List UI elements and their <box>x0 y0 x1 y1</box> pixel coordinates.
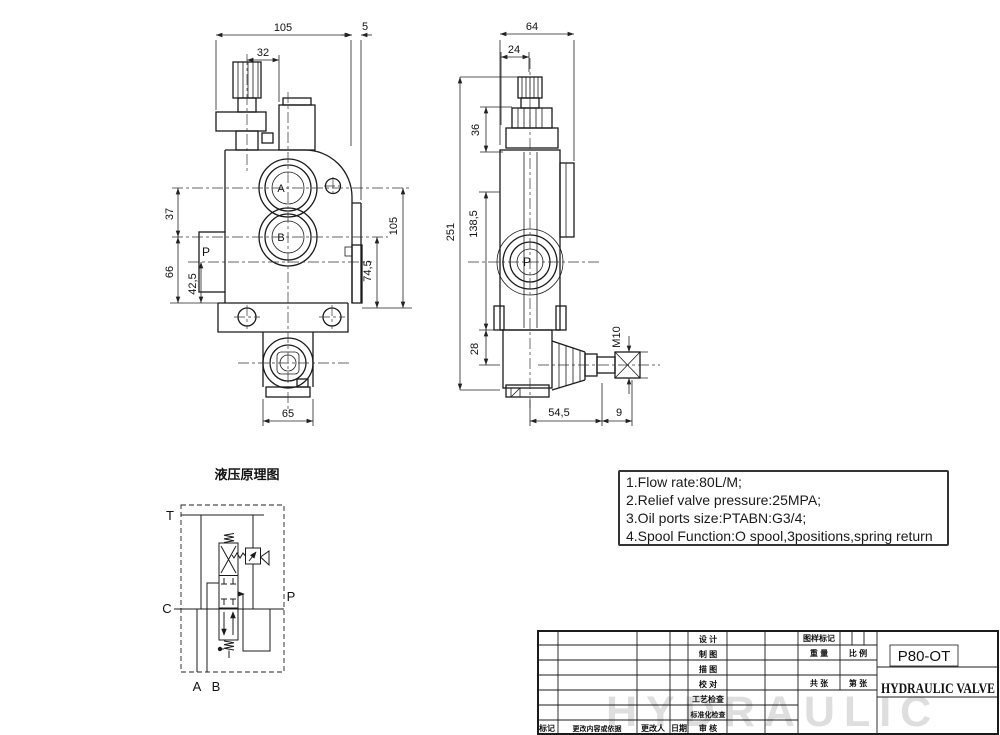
dim-label-thread: M10 <box>611 326 623 347</box>
dim-label-p-height: 42,5 <box>187 273 199 294</box>
dim-label-joint: 9 <box>616 407 622 419</box>
dim-label-bonnet: 36 <box>470 124 482 136</box>
title-block-weight: 重 量 <box>810 648 828 658</box>
dim-label-plate: 5 <box>362 21 368 33</box>
dim-label-front-width: 105 <box>274 22 292 34</box>
title-block-row-process-check: 工艺检查 <box>692 694 725 704</box>
port-label-p-side: P <box>523 255 531 269</box>
dim-label-port-spacing: 37 <box>164 208 176 220</box>
title-block-row-proof: 校 对 <box>699 679 717 689</box>
spec-line-port-size: 3.Oil ports size:PTABN:G3/4; <box>626 510 807 526</box>
dim-label-boss-width: 65 <box>282 408 294 420</box>
schematic-port-b: B <box>212 679 221 694</box>
hydraulic-schematic: 液压原理图 <box>162 467 295 694</box>
side-view: 64 24 36 251 138,5 28 M10 54,5 9 P <box>445 21 660 426</box>
product-name: HYDRAULIC VALVE <box>881 681 995 697</box>
dim-label-height-right: 105 <box>388 217 400 235</box>
title-block-date: 日期 <box>671 723 687 733</box>
model-number: P80-OT <box>898 648 951 665</box>
dim-label-side-height: 74,5 <box>362 260 374 281</box>
dim-label-port-to-base: 66 <box>164 266 176 278</box>
title-block-change-content: 更改内容或依据 <box>573 724 622 733</box>
dim-label-total-height: 251 <box>445 223 457 241</box>
schematic-port-c: C <box>162 601 171 616</box>
port-label-a: A <box>277 183 285 195</box>
front-view: 105 5 32 37 66 42,5 74,5 105 65 A B P <box>164 21 412 426</box>
spec-line-flow-rate: 1.Flow rate:80L/M; <box>626 474 742 490</box>
title-block-row-draft: 制 图 <box>699 649 717 659</box>
title-block-row-standard-check: 标准化检查 <box>690 710 727 719</box>
dim-label-center-offset: 24 <box>508 44 520 56</box>
schematic-port-a: A <box>193 679 202 694</box>
title-block-mark: 标记 <box>538 723 555 733</box>
title-block-changed-by: 更改人 <box>641 723 666 733</box>
schematic-title: 液压原理图 <box>214 467 279 482</box>
title-block: 设 计 制 图 描 图 校 对 工艺检查 标准化检查 审 核 标记 更改内容或依… <box>537 630 999 735</box>
title-block-row-design: 设 计 <box>699 634 717 644</box>
spec-line-relief-pressure: 2.Relief valve pressure:25MPA; <box>626 492 822 508</box>
dim-label-side-width: 64 <box>526 21 538 33</box>
schematic-port-p: P <box>287 589 296 604</box>
port-label-b: B <box>277 232 284 244</box>
dim-label-body-height: 138,5 <box>468 210 480 238</box>
schematic-port-t: T <box>166 508 174 523</box>
dim-label-relief-offset: 32 <box>257 47 269 59</box>
model-box <box>889 644 959 667</box>
spec-line-spool-function: 4.Spool Function:O spool,3positions,spri… <box>626 528 933 544</box>
dim-label-handle-height: 28 <box>469 343 481 355</box>
dim-label-handle-length: 54,5 <box>548 407 569 419</box>
title-block-row-review: 审 核 <box>699 723 717 733</box>
title-block-row-trace: 描 图 <box>699 664 717 674</box>
port-label-p: P <box>202 245 210 259</box>
title-block-total-sheets: 共 张 <box>810 678 829 688</box>
title-block-drawing-mark: 图样标记 <box>803 633 835 643</box>
title-block-sheet-no: 第 张 <box>849 678 868 688</box>
title-block-scale: 比 例 <box>849 648 867 658</box>
spec-note-box: 1.Flow rate:80L/M; 2.Relief valve pressu… <box>618 470 949 546</box>
